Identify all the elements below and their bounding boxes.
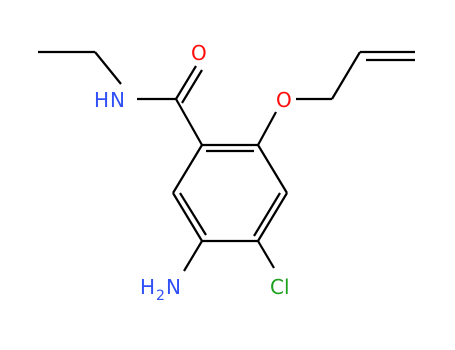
- bond-ring-3: [257, 192, 288, 242]
- amide-h-label: H: [94, 88, 109, 112]
- bond-carbonyl-o-1: [175, 65, 197, 100]
- bond-carbonyl-o-2: [181, 69, 203, 104]
- bond-ring-3-inner: [253, 192, 281, 237]
- amino-h-label: H: [140, 275, 155, 299]
- bond-ring-2: [257, 144, 288, 194]
- chlorine-label: Cl: [270, 275, 290, 299]
- bond-ring-o-ether: [257, 111, 277, 146]
- amide-n-label: N: [110, 88, 125, 112]
- bond-ring-5-inner: [179, 192, 207, 236]
- bond-ring-5: [172, 192, 203, 242]
- bond-ring-nh2: [183, 240, 203, 272]
- bond-ring-6: [172, 144, 203, 194]
- bond-carbonyl-ring: [175, 98, 203, 146]
- oxygen-carbonyl-label: O: [191, 41, 207, 65]
- amino-n-label: N: [166, 275, 181, 299]
- bond-ring-cl: [257, 240, 275, 269]
- bond-ch2-n: [94, 51, 122, 85]
- bond-ch2-ch: [331, 51, 361, 100]
- amino-subscript-label: 2: [156, 288, 165, 304]
- oxygen-ether-label: O: [276, 88, 292, 112]
